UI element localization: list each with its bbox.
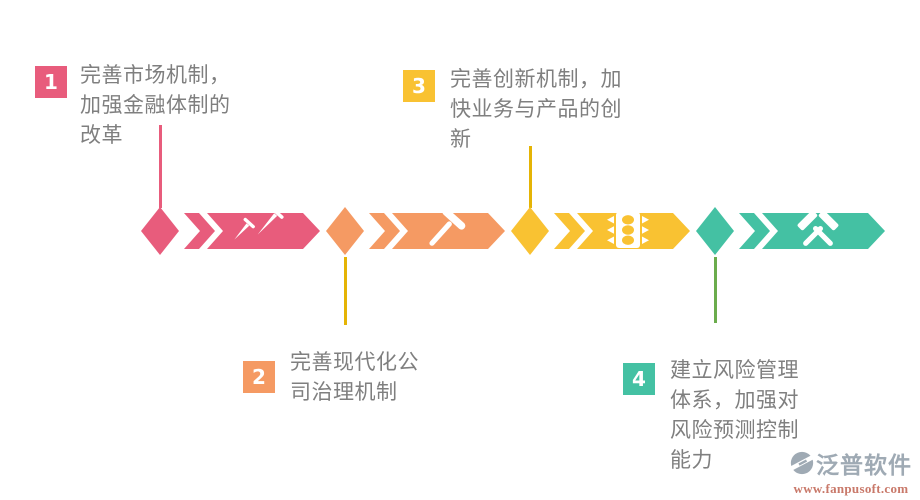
step-4-number-badge: 4 (623, 363, 655, 395)
step-1-number: 1 (44, 70, 58, 94)
step-4-label: 建立风险管理 体系，加强对 风险预测控制 能力 (670, 358, 799, 472)
timeline-arrow-2 (392, 213, 505, 249)
fanpu-logo-icon (790, 451, 814, 475)
step-2-number: 2 (252, 365, 266, 389)
connector-line-4 (714, 257, 717, 323)
vendor-watermark: 泛普软件 www.fanpusoft.com (790, 446, 912, 497)
timeline-diamond-1 (141, 207, 179, 255)
step-1-label: 完善市场机制， 加强金融体制的 改革 (80, 63, 231, 147)
timeline-chevron-4 (739, 213, 770, 249)
timeline-chevron-3 (554, 213, 585, 249)
step-2-number-badge: 2 (243, 361, 275, 393)
connector-line-3 (529, 146, 532, 208)
vendor-url: www.fanpusoft.com (793, 481, 909, 496)
step-3-number-badge: 3 (403, 70, 435, 102)
step-3-label: 完善创新机制，加 快业务与产品的创 新 (450, 67, 622, 151)
timeline-diamond-4 (696, 207, 734, 255)
connector-line-2 (344, 257, 347, 325)
timeline-diamond-2 (326, 207, 364, 255)
step-1-number-badge: 1 (35, 66, 67, 98)
step-2-label: 完善现代化公 司治理机制 (290, 350, 419, 404)
crossed-hammers-icon (797, 210, 839, 246)
nails-icon (234, 206, 284, 240)
timeline-chevron-1 (184, 213, 215, 249)
connector-line-1 (159, 125, 162, 208)
hammer-icon (429, 208, 466, 246)
timeline-chevron-2 (369, 213, 400, 249)
step-3-number: 3 (412, 74, 426, 98)
step-4-number: 4 (632, 367, 646, 391)
vendor-name: 泛普软件 (816, 453, 912, 479)
timeline-arrow-4 (762, 213, 885, 249)
timeline-diamond-3 (511, 207, 549, 255)
timeline-arrow-1 (207, 213, 320, 249)
traffic-light-icon (607, 212, 649, 248)
